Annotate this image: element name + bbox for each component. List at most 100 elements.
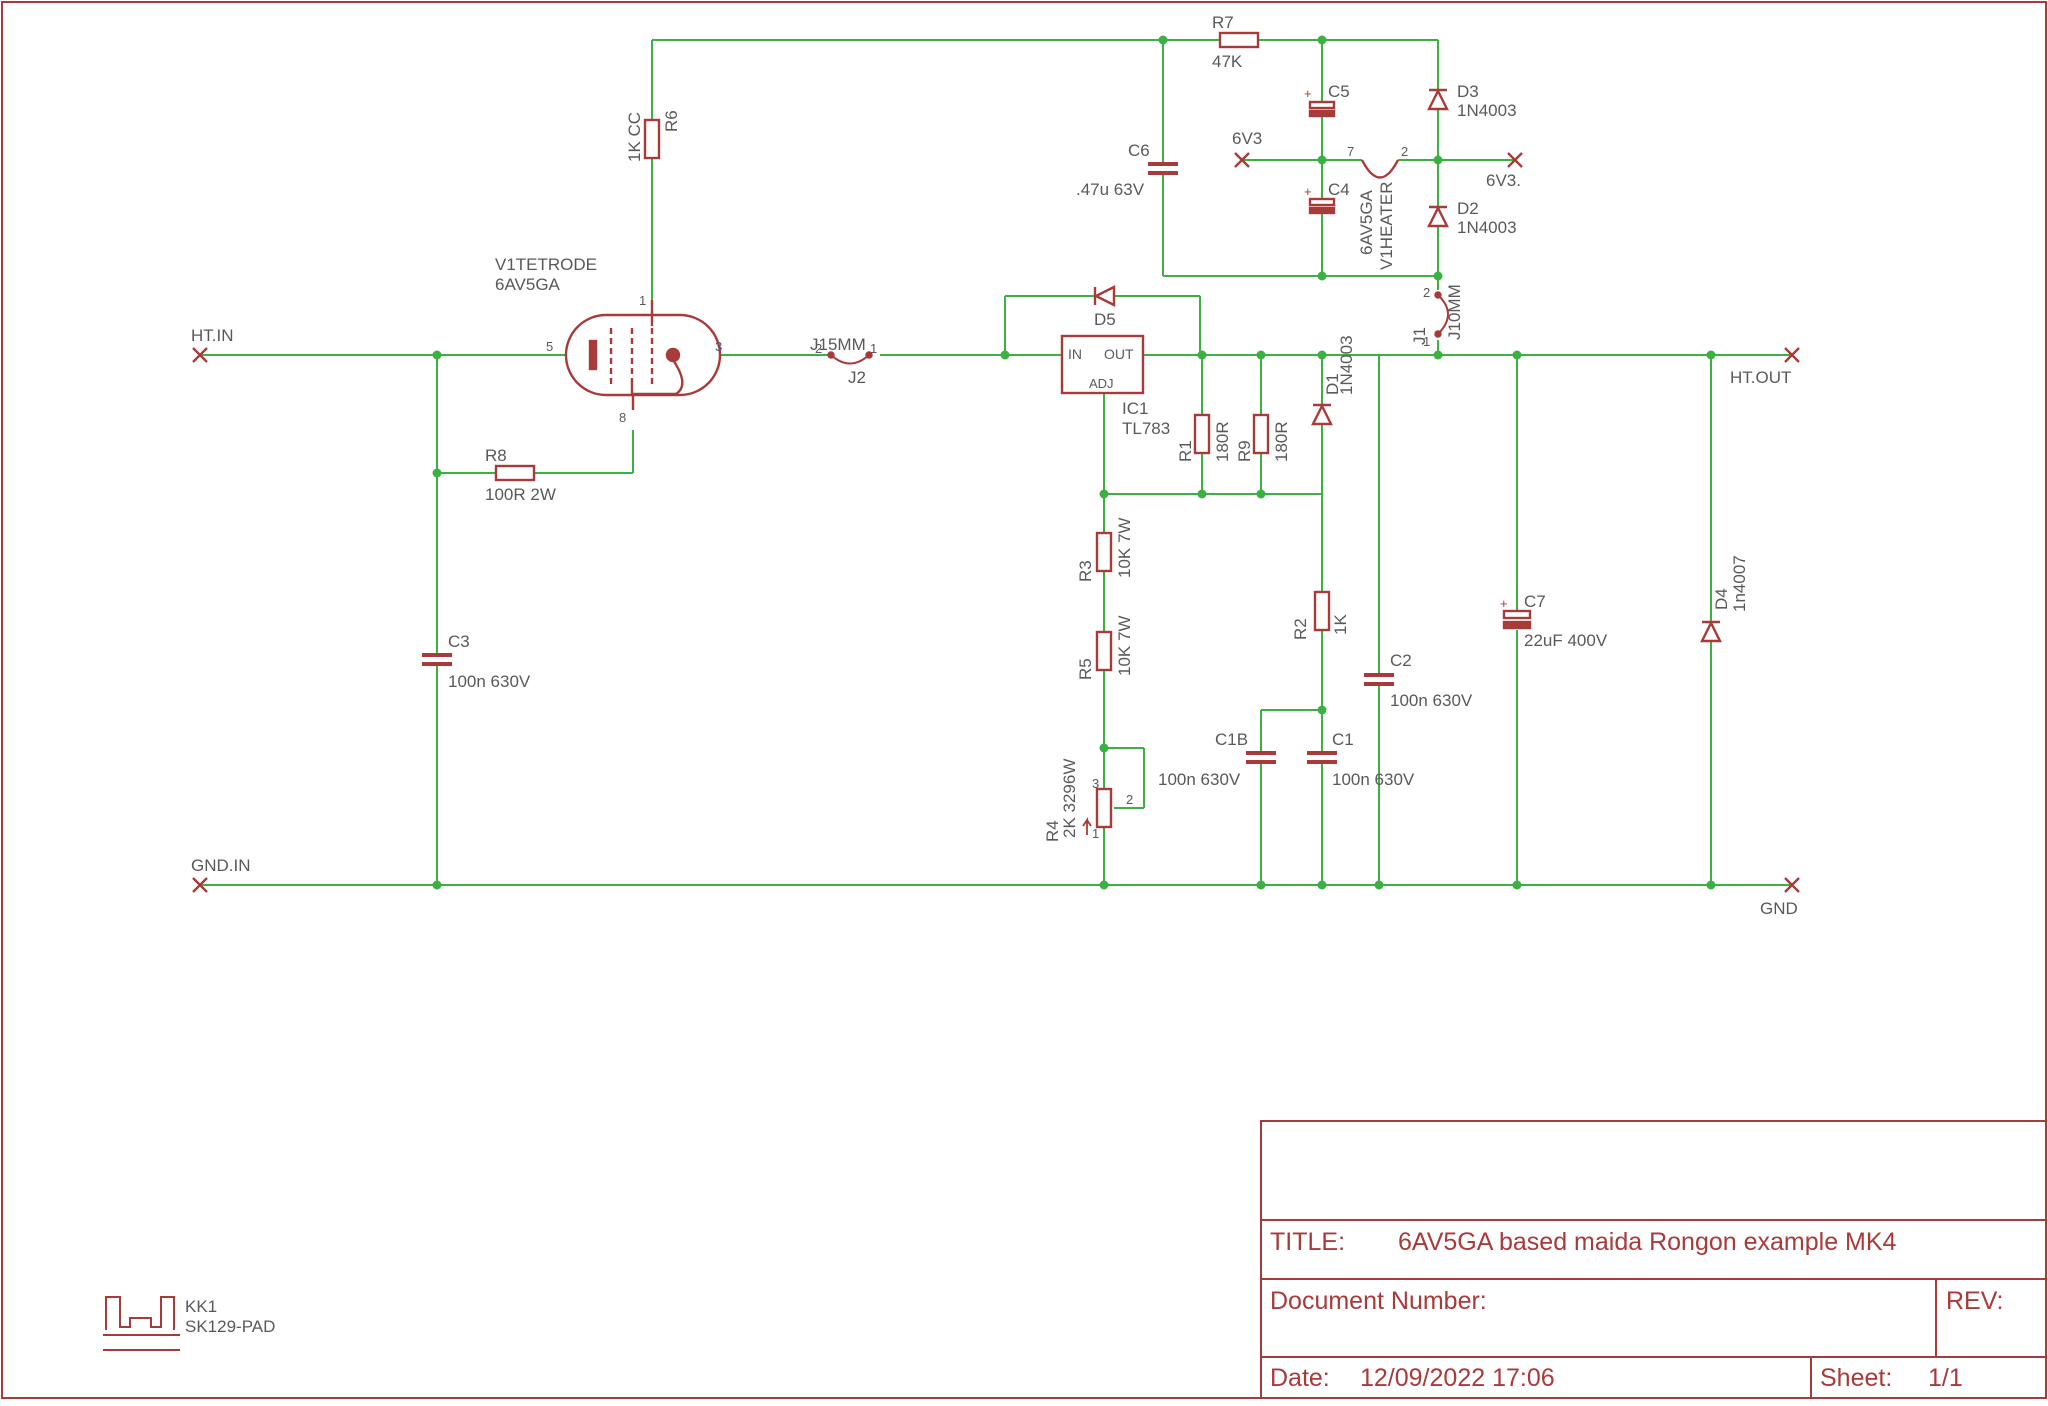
r6-name: R6: [662, 110, 681, 132]
terminal-cross-icon: [1784, 347, 1800, 363]
c6-name: C6: [1128, 141, 1150, 160]
heater-name: 6AV5GA: [1357, 189, 1376, 255]
d2-value: 1N4003: [1457, 218, 1517, 237]
regulator-ic1: IN OUT ADJ IC1 TL783: [1060, 334, 1170, 438]
capacitor-c2: C2 100n 630V: [1364, 651, 1473, 710]
d4-value: 1n4007: [1730, 555, 1749, 612]
j1-pin1: 1: [1423, 334, 1430, 349]
heater-pin2: 2: [1401, 144, 1408, 159]
resistor-r2: R2 1K: [1291, 590, 1350, 640]
r8-name: R8: [485, 446, 507, 465]
sheet-value: 1/1: [1928, 1364, 1963, 1392]
diode-d3: D3 1N4003: [1427, 82, 1517, 120]
r4-value: 2K 3296W: [1060, 759, 1079, 838]
r6-value: 1K CC: [625, 112, 644, 162]
c1-value: 100n 630V: [1332, 770, 1415, 789]
ic1-name: IC1: [1122, 399, 1148, 418]
c5-name: C5: [1328, 82, 1350, 101]
r5-value: 10K 7W: [1115, 616, 1134, 676]
ic1-pin-out: OUT: [1104, 346, 1134, 362]
d3-name: D3: [1457, 82, 1479, 101]
trimmer-r4: 3 2 1 R4 2K 3296W: [1043, 759, 1133, 842]
c7-plus-icon: +: [1500, 596, 1508, 611]
date-value: 12/09/2022 17:06: [1360, 1364, 1555, 1392]
r2-value: 1K: [1331, 614, 1350, 635]
terminal-cross-icon: [1507, 152, 1523, 168]
jumper-j2: J15MM J2 2 1: [810, 335, 880, 387]
r5-name: R5: [1076, 658, 1095, 680]
j2-name: J2: [848, 368, 866, 387]
r7-value: 47K: [1212, 52, 1243, 71]
d4-name: D4: [1712, 588, 1731, 610]
date-label: Date:: [1270, 1364, 1330, 1392]
tube-v1: V1TETRODE 6AV5GA 5 3 1 8: [495, 255, 722, 425]
r9-value: 180R: [1272, 421, 1291, 462]
resistor-r3: R3 10K 7W: [1076, 518, 1134, 582]
resistor-r5: R5 10K 7W: [1076, 616, 1134, 680]
r2-name: R2: [1291, 618, 1310, 640]
net-ht-out: HT.OUT: [1730, 347, 1800, 387]
d1-value: 1N4003: [1337, 335, 1356, 395]
c7-name: C7: [1524, 592, 1546, 611]
j1-pin2: 2: [1423, 285, 1430, 300]
v1-pin5: 5: [546, 339, 553, 354]
c6-value: .47u 63V: [1076, 180, 1145, 199]
c4-name: C4: [1328, 180, 1350, 199]
r7-name: R7: [1212, 13, 1234, 32]
title-label: TITLE:: [1270, 1228, 1345, 1256]
tube-heater: 7 2 6AV5GA V1HEATER: [1347, 144, 1408, 270]
r9-name: R9: [1235, 440, 1254, 462]
r4-pin2: 2: [1126, 792, 1133, 807]
c3-name: C3: [448, 632, 470, 651]
diode-d1: D1 1N4003: [1311, 335, 1356, 426]
capacitor-c3: C3 100n 630V: [422, 632, 531, 691]
capacitor-c5: + C5: [1304, 82, 1350, 118]
capacitor-c4: + C4: [1304, 180, 1350, 215]
net-label-gnd: GND: [1760, 899, 1798, 918]
ic1-value: TL783: [1122, 419, 1170, 438]
j2-pin1: 1: [870, 341, 877, 356]
resistor-r7: R7 47K: [1212, 13, 1260, 71]
net-gnd: GND: [1760, 877, 1800, 918]
j2-pin2: 2: [815, 341, 822, 356]
d1-name: D1: [1323, 373, 1342, 395]
sheet-label: Sheet:: [1820, 1364, 1892, 1392]
wires: [200, 39, 1792, 886]
c7-value: 22uF 400V: [1524, 631, 1608, 650]
resistor-r9: R9 180R: [1235, 413, 1291, 462]
kk1-name: KK1: [185, 1297, 217, 1316]
capacitor-c7: + C7 22uF 400V: [1500, 592, 1608, 650]
r3-name: R3: [1076, 560, 1095, 582]
diode-d5: D5: [1093, 285, 1116, 329]
heatsink-kk1: KK1 SK129-PAD: [103, 1296, 275, 1351]
d2-name: D2: [1457, 199, 1479, 218]
net-label-ht-in: HT.IN: [191, 326, 234, 345]
net-6v3-right: 6V3.: [1486, 152, 1523, 190]
v1-pin3: 3: [715, 339, 722, 354]
ic1-pin-in: IN: [1068, 346, 1082, 362]
r1-name: R1: [1176, 440, 1195, 462]
net-label-6v3: 6V3: [1232, 129, 1262, 148]
net-ht-in: HT.IN: [191, 326, 234, 363]
junctions: [432, 35, 1716, 890]
v1-name: V1TETRODE: [495, 255, 597, 274]
net-6v3-left: 6V3: [1232, 129, 1262, 168]
c4-plus-icon: +: [1304, 184, 1312, 199]
c1b-value: 100n 630V: [1158, 770, 1241, 789]
c1b-name: C1B: [1215, 730, 1248, 749]
terminal-cross-icon: [192, 347, 208, 363]
c3-value: 100n 630V: [448, 672, 531, 691]
terminal-cross-icon: [1784, 877, 1800, 893]
r1-value: 180R: [1213, 421, 1232, 462]
resistor-r1: R1 180R: [1176, 413, 1232, 462]
jumper-j1: 2 1 J1 J10MM: [1410, 284, 1464, 349]
r3-value: 10K 7W: [1115, 518, 1134, 578]
resistor-r6: R6 1K CC: [625, 110, 681, 162]
r4-pin3: 3: [1092, 776, 1099, 791]
capacitor-c1b: C1B 100n 630V: [1158, 730, 1276, 789]
c2-value: 100n 630V: [1390, 691, 1473, 710]
d5-name: D5: [1094, 310, 1116, 329]
net-label-gnd-in: GND.IN: [191, 856, 251, 875]
net-label-6v3-dot: 6V3.: [1486, 171, 1521, 190]
